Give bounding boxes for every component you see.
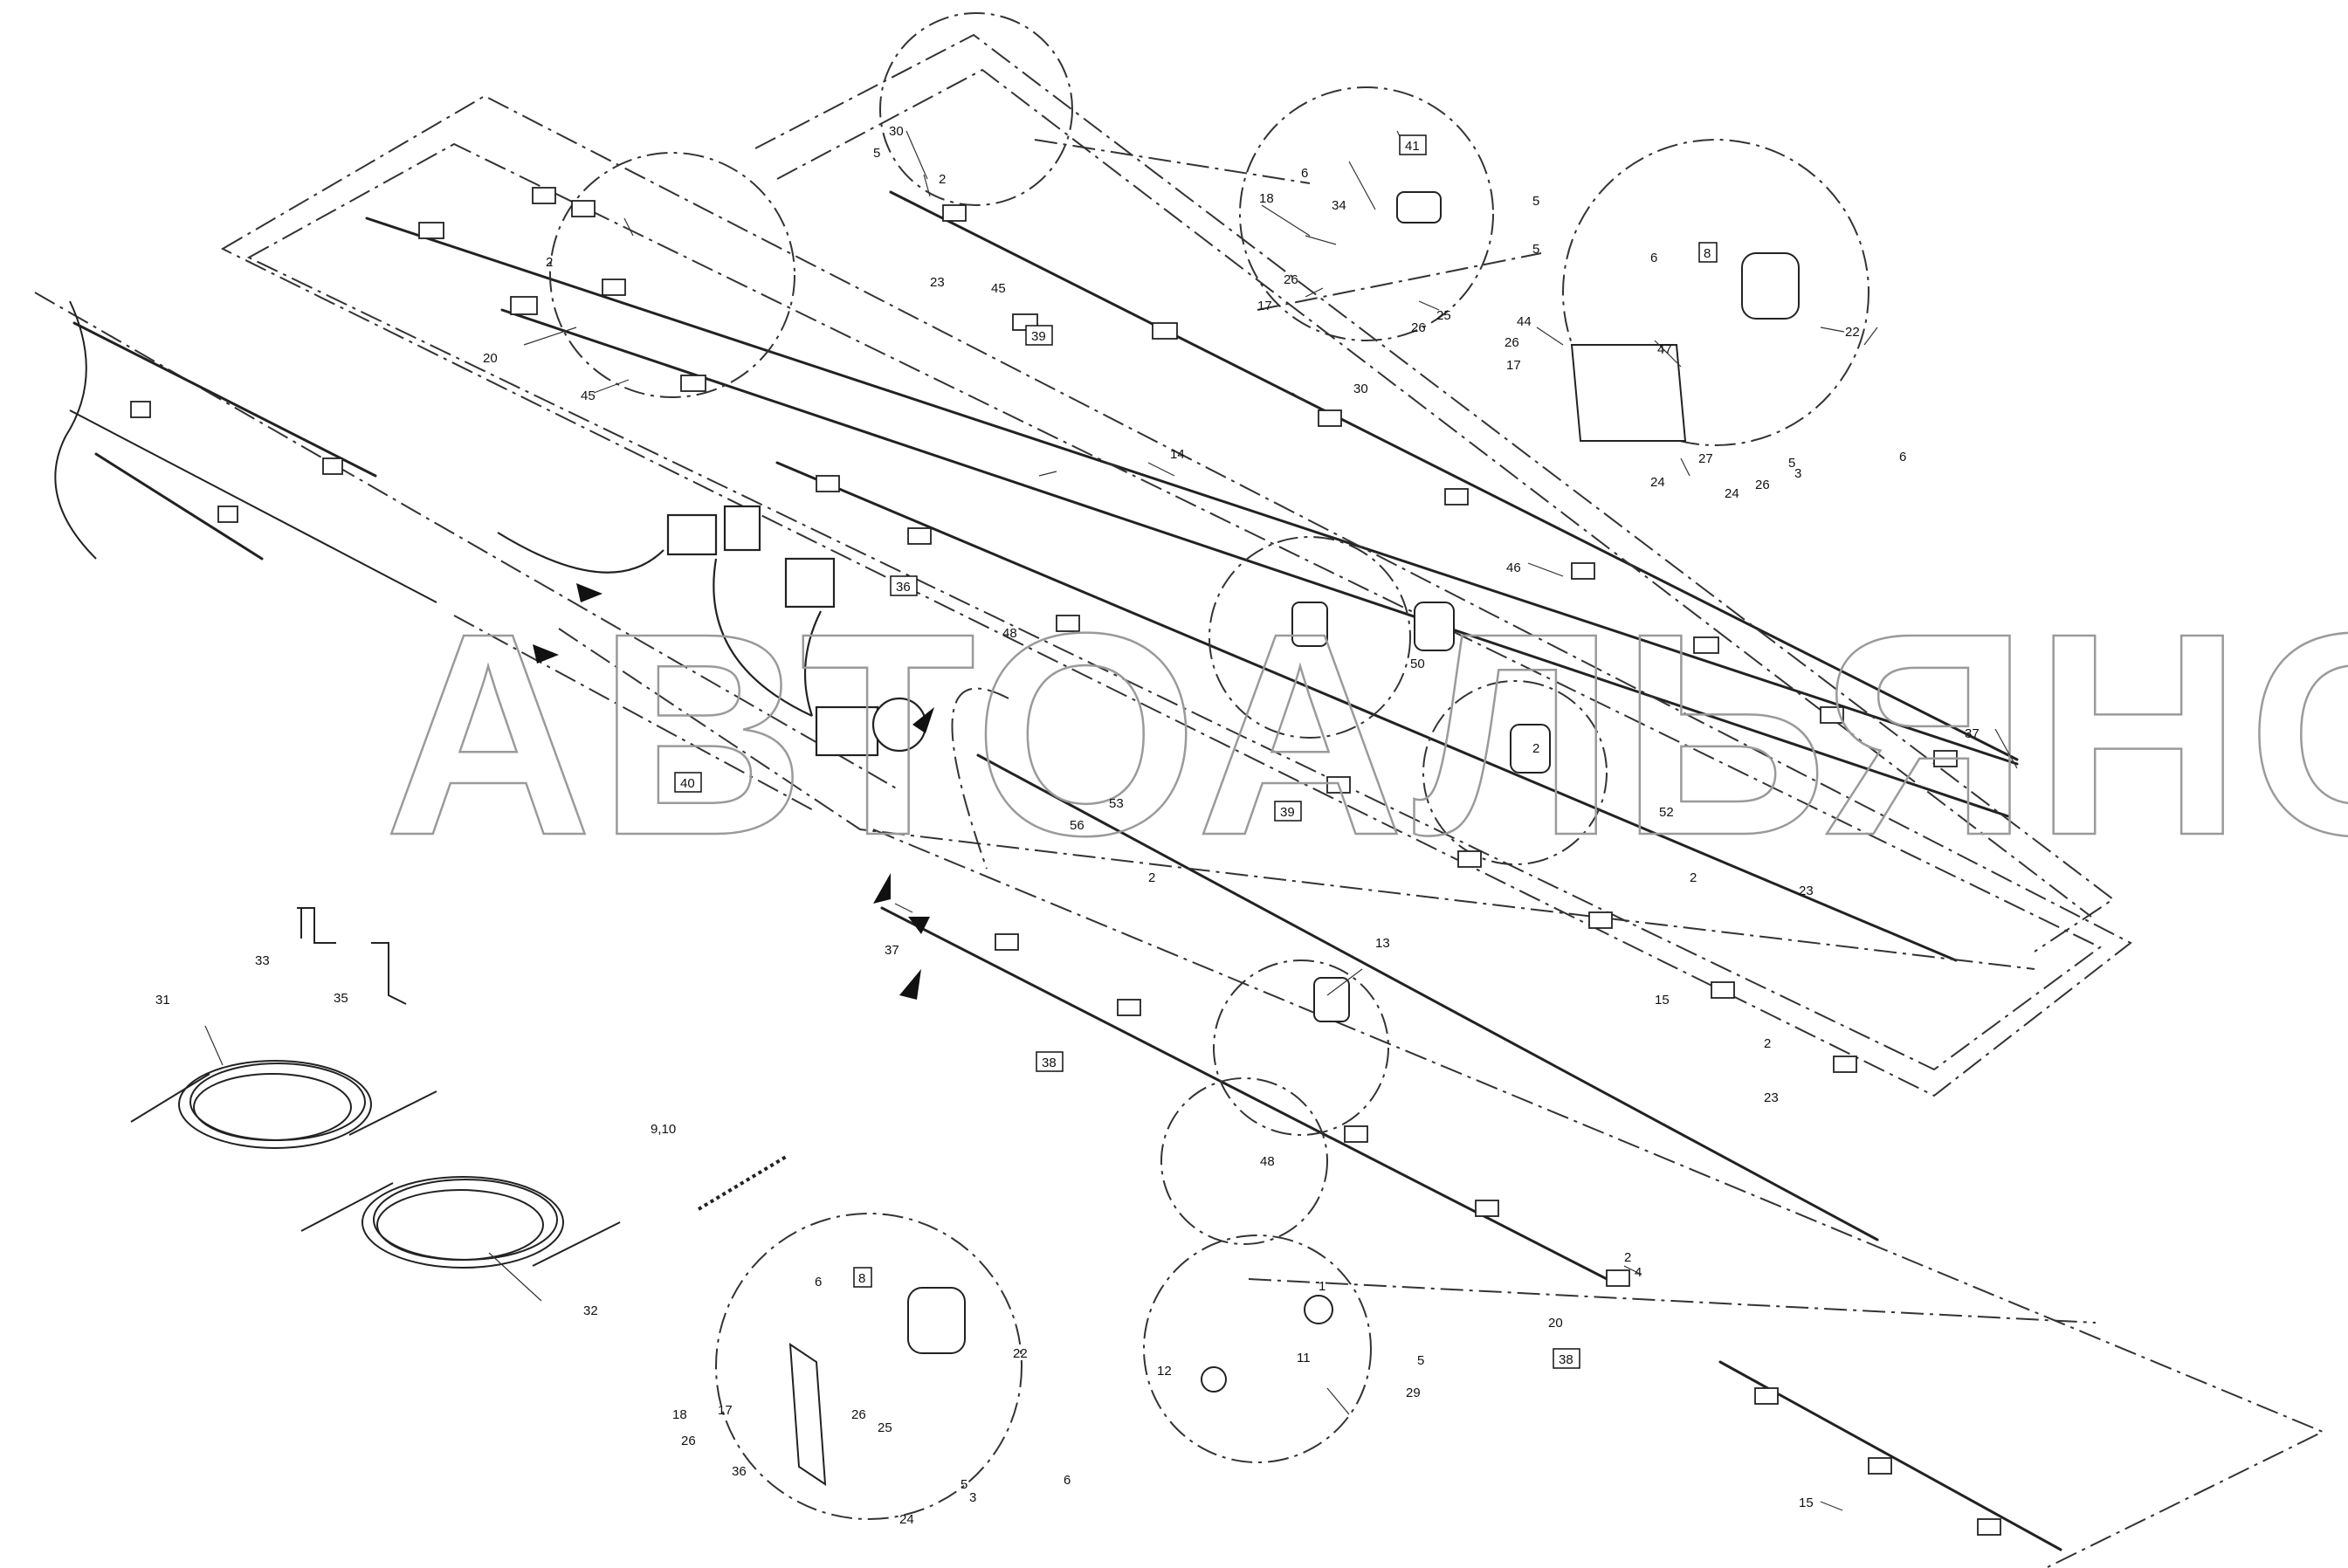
label-37: 37 xyxy=(885,943,899,958)
label-26: 26 xyxy=(1411,320,1426,335)
watermark-text: АВТОАЛЬЯНС xyxy=(384,573,2348,895)
box-label-40: 40 xyxy=(680,776,695,791)
label-24: 24 xyxy=(1650,475,1665,490)
label-45: 45 xyxy=(581,389,596,403)
boxed-label-texts: 8 8 36 38 38 39 39 40 41 xyxy=(680,139,1711,1367)
label-6: 6 xyxy=(1650,251,1657,265)
label-2: 2 xyxy=(1624,1250,1631,1265)
label-29: 29 xyxy=(1406,1386,1421,1400)
label-5: 5 xyxy=(1417,1353,1424,1368)
label-26: 26 xyxy=(851,1407,866,1422)
box-label-39: 39 xyxy=(1031,329,1046,344)
label-6: 6 xyxy=(815,1275,822,1289)
label-2: 2 xyxy=(1148,870,1155,885)
label-33: 33 xyxy=(255,953,270,968)
label-9-10: 9,10 xyxy=(651,1122,676,1137)
label-5: 5 xyxy=(961,1477,967,1492)
label-56: 56 xyxy=(1070,818,1084,833)
label-11: 11 xyxy=(1297,1351,1311,1365)
label-46: 46 xyxy=(1506,560,1521,575)
label-5: 5 xyxy=(873,146,880,161)
valve-assembly xyxy=(497,505,927,757)
label-6: 6 xyxy=(1899,450,1906,464)
label-32: 32 xyxy=(583,1303,598,1318)
label-2: 2 xyxy=(546,255,553,270)
nozzle-clusters xyxy=(130,187,2001,1536)
boxed-labels xyxy=(674,134,1718,1369)
label-6: 6 xyxy=(1064,1473,1071,1488)
label-24: 24 xyxy=(899,1512,914,1527)
label-18: 18 xyxy=(1259,191,1274,206)
label-2: 2 xyxy=(1690,870,1697,885)
label-20: 20 xyxy=(1548,1316,1563,1331)
label-36: 36 xyxy=(732,1464,747,1479)
label-25: 25 xyxy=(878,1420,892,1435)
label-27: 27 xyxy=(1698,451,1713,466)
label-23: 23 xyxy=(1799,884,1814,898)
label-30: 30 xyxy=(1353,382,1368,396)
label-22: 22 xyxy=(1845,325,1860,340)
label-22: 22 xyxy=(1013,1346,1028,1361)
label-23: 23 xyxy=(930,275,945,290)
label-26: 26 xyxy=(1284,272,1298,287)
part-number-labels: 2 2 2 2 2 2 2 3 3 4 5 5 5 5 5 5 6 6 6 6 … xyxy=(155,124,1980,1527)
left-boom-end xyxy=(54,300,437,603)
label-30: 30 xyxy=(889,124,904,139)
label-24: 24 xyxy=(1725,486,1739,501)
box-label-39: 39 xyxy=(1280,805,1295,820)
box-label-38: 38 xyxy=(1042,1056,1057,1070)
label-4: 4 xyxy=(1635,1265,1642,1280)
label-20: 20 xyxy=(483,351,498,366)
label-17: 17 xyxy=(718,1403,733,1418)
label-15: 15 xyxy=(1655,993,1670,1008)
label-17: 17 xyxy=(1506,358,1521,373)
label-2: 2 xyxy=(1532,741,1539,756)
box-label-38: 38 xyxy=(1559,1352,1573,1367)
label-26: 26 xyxy=(1755,478,1770,492)
label-48: 48 xyxy=(1002,626,1017,641)
label-5: 5 xyxy=(1532,194,1539,209)
flow-arrows xyxy=(533,583,934,1000)
label-3: 3 xyxy=(969,1490,976,1505)
box-label-8: 8 xyxy=(1704,246,1711,261)
label-50: 50 xyxy=(1410,657,1425,671)
label-14: 14 xyxy=(1170,447,1185,462)
label-15: 15 xyxy=(1799,1496,1814,1510)
label-52: 52 xyxy=(1659,805,1674,820)
label-34: 34 xyxy=(1332,198,1346,213)
label-53: 53 xyxy=(1109,796,1124,811)
label-13: 13 xyxy=(1375,936,1390,951)
label-3: 3 xyxy=(1794,466,1801,481)
label-23: 23 xyxy=(1764,1090,1779,1105)
label-31: 31 xyxy=(155,993,170,1008)
label-37: 37 xyxy=(1965,726,1980,741)
detail-circles xyxy=(549,12,1869,1520)
label-5: 5 xyxy=(1788,456,1795,471)
label-26: 26 xyxy=(681,1434,696,1448)
boom-pipes xyxy=(72,190,2062,1551)
box-label-41: 41 xyxy=(1405,139,1420,154)
label-47: 47 xyxy=(1657,342,1672,357)
label-45: 45 xyxy=(991,281,1006,296)
label-44: 44 xyxy=(1517,314,1532,329)
label-25: 25 xyxy=(1436,308,1451,323)
label-1: 1 xyxy=(1319,1279,1325,1294)
label-12: 12 xyxy=(1157,1364,1172,1379)
label-2: 2 xyxy=(939,172,946,187)
coiled-hoses xyxy=(130,907,788,1269)
label-35: 35 xyxy=(334,991,348,1006)
label-48: 48 xyxy=(1260,1154,1275,1169)
label-5: 5 xyxy=(1532,242,1539,257)
label-6: 6 xyxy=(1301,166,1308,181)
box-label-36: 36 xyxy=(896,580,911,595)
detail-parts xyxy=(788,191,1800,1486)
box-label-8: 8 xyxy=(858,1271,865,1286)
label-18: 18 xyxy=(672,1407,687,1422)
label-2: 2 xyxy=(1764,1036,1771,1051)
label-17: 17 xyxy=(1257,299,1272,313)
label-26: 26 xyxy=(1505,335,1519,350)
